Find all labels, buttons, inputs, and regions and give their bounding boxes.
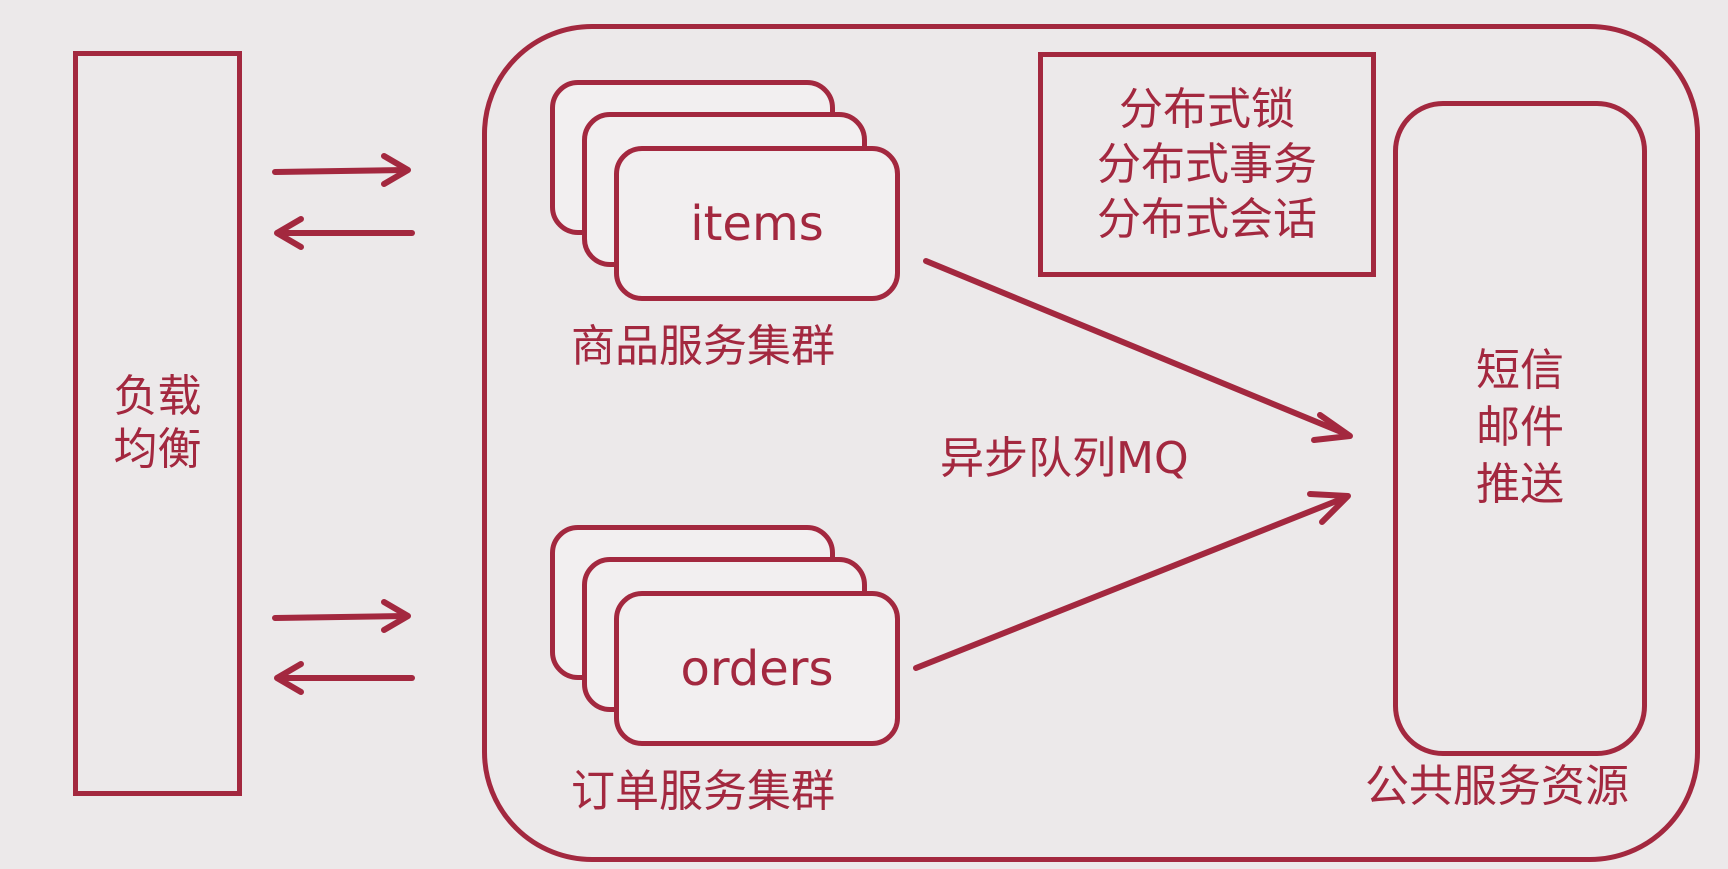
sms-text: 短信 <box>1476 345 1564 396</box>
orders-card-front: orders <box>614 591 900 746</box>
distributed-box: 分布式锁 分布式事务 分布式会话 <box>1038 52 1376 277</box>
items-cluster-label: 商品服务集群 <box>571 321 835 372</box>
load-balancer-line1: 负载 <box>113 370 202 422</box>
public-resources-label: 公共服务资源 <box>1365 761 1629 812</box>
distributed-session-text: 分布式会话 <box>1097 194 1317 245</box>
items-service-name: items <box>690 195 824 252</box>
load-balancer-box: 负载 均衡 <box>73 51 242 796</box>
push-text: 推送 <box>1476 459 1564 511</box>
load-balancer-line2: 均衡 <box>113 423 202 475</box>
arrow-lb-to-items <box>272 153 411 187</box>
items-card-front: items <box>614 146 900 301</box>
notification-box: 短信 邮件 推送 <box>1393 101 1647 756</box>
email-text: 邮件 <box>1476 402 1564 454</box>
orders-cluster-label: 订单服务集群 <box>571 766 835 817</box>
arrow-items-to-lb <box>274 216 415 250</box>
async-mq-label: 异步队列MQ <box>940 433 1189 484</box>
arrow-lb-to-orders <box>272 599 411 633</box>
arrow-orders-to-lb <box>274 661 415 695</box>
distributed-transaction-text: 分布式事务 <box>1097 139 1317 190</box>
distributed-lock-text: 分布式锁 <box>1119 84 1295 135</box>
service-container <box>482 24 1700 862</box>
orders-service-name: orders <box>680 640 834 697</box>
